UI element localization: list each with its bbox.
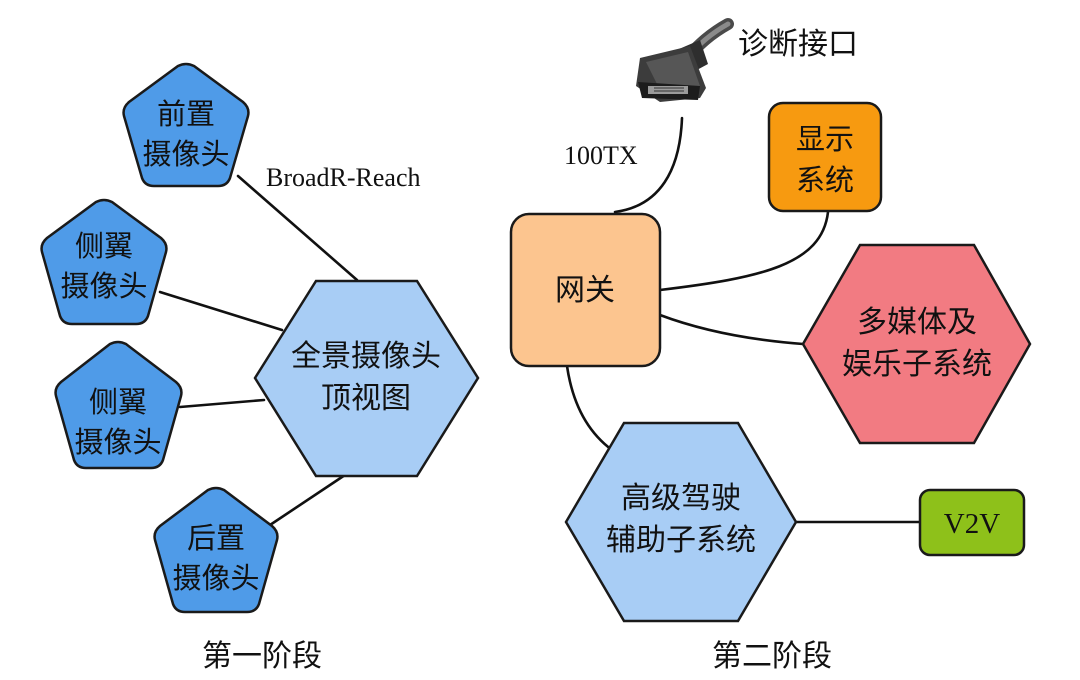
v2v-shape (918, 488, 1026, 557)
broadr-reach-label: BroadR-Reach (266, 163, 421, 192)
surround-view-hub-node: 全景摄像头 顶视图 (253, 279, 480, 478)
surround-view-hub-label-1: 全景摄像头 (291, 339, 441, 374)
multimedia-subsystem-label-2: 娱乐子系统 (842, 347, 992, 382)
100tx-label: 100TX (564, 141, 638, 170)
side-camera-a-shape (40, 198, 168, 326)
stage2-title: 第二阶段 (712, 639, 832, 674)
display-system-label-2: 系统 (796, 163, 854, 197)
adas-subsystem-node: 高级驾驶 辅助子系统 (564, 421, 798, 623)
multimedia-subsystem-label-1: 多媒体及 (857, 305, 977, 340)
front-camera-label-1: 前置 (157, 97, 215, 131)
v2v-label: V2V (944, 508, 1000, 540)
display-system-node: 显示 系统 (767, 101, 883, 213)
edge-gateway-diagnostic (613, 116, 684, 214)
side-camera-b-node: 侧翼 摄像头 (54, 340, 183, 470)
front-camera-node: 前置 摄像头 (122, 62, 250, 188)
adas-subsystem-label-2: 辅助子系统 (606, 523, 756, 558)
stage1-edges (158, 174, 359, 527)
obd-connector-icon (636, 18, 734, 102)
side-camera-a-label-1: 侧翼 (75, 229, 133, 263)
adas-subsystem-shape (564, 421, 798, 623)
edge-gateway-adas (565, 364, 614, 452)
side-camera-b-label-1: 侧翼 (89, 385, 147, 419)
display-system-shape (767, 101, 883, 213)
front-camera-label-2: 摄像头 (142, 137, 229, 171)
v2v-node: V2V (918, 488, 1026, 557)
rear-camera-shape (153, 486, 279, 614)
edge-rear-camera-hub (268, 473, 347, 527)
gateway-label: 网关 (555, 273, 615, 308)
side-camera-b-shape (54, 340, 183, 470)
surround-view-hub-shape (253, 279, 480, 478)
side-camera-a-label-2: 摄像头 (60, 269, 147, 303)
edge-gateway-display (658, 210, 830, 292)
side-camera-b-label-2: 摄像头 (74, 425, 161, 459)
edge-side-camera-b-hub (178, 398, 266, 409)
adas-subsystem-label-1: 高级驾驶 (621, 481, 741, 516)
display-system-label-1: 显示 (796, 122, 854, 156)
edge-side-camera-a-hub (158, 290, 284, 332)
edge-gateway-multimedia (658, 313, 805, 346)
surround-view-hub-label-2: 顶视图 (321, 381, 411, 416)
gateway-shape (509, 212, 662, 368)
front-camera-shape (122, 62, 250, 188)
rear-camera-label-2: 摄像头 (172, 561, 259, 595)
diagnostic-port-label: 诊断接口 (738, 27, 858, 62)
rear-camera-label-1: 后置 (187, 521, 245, 555)
rear-camera-node: 后置 摄像头 (153, 486, 279, 614)
multimedia-subsystem-node: 多媒体及 娱乐子系统 (801, 243, 1032, 445)
multimedia-subsystem-shape (801, 243, 1032, 445)
stage1-title: 第一阶段 (202, 639, 322, 674)
edge-front-camera-hub (236, 174, 359, 282)
side-camera-a-node: 侧翼 摄像头 (40, 198, 168, 326)
gateway-node: 网关 (509, 212, 662, 368)
stage2-edges (565, 116, 922, 524)
